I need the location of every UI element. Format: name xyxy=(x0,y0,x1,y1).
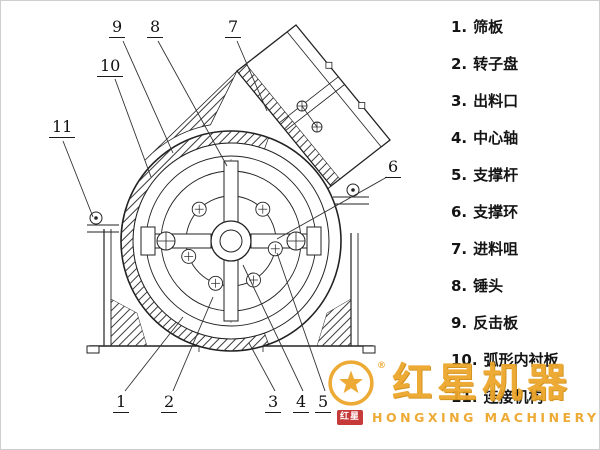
callout-1: 1 xyxy=(113,393,130,413)
registered-trademark-icon: ® xyxy=(377,361,386,371)
left-base-hatch xyxy=(110,298,148,347)
legend-item-label: 支撑杆 xyxy=(473,166,519,184)
brand-watermark: ® 红星机器 红星 HONGXING MACHINERY xyxy=(327,359,596,425)
legend-item-label: 锤头 xyxy=(473,277,504,295)
legend-item-label: 筛板 xyxy=(473,18,504,36)
legend-item-number: 8. xyxy=(451,277,468,295)
legend-item: 4. 中心轴 xyxy=(451,128,599,148)
rod-end-left-icon xyxy=(156,231,176,251)
callout-5: 5 xyxy=(315,393,332,413)
chute-bolt-icon xyxy=(296,100,323,133)
legend-item-number: 3. xyxy=(451,92,468,110)
legend-item-number: 7. xyxy=(451,240,468,258)
legend-item-number: 2. xyxy=(451,55,468,73)
legend-item: 11. 连接机构 xyxy=(451,387,599,407)
brand-name-english: HONGXING MACHINERY xyxy=(372,410,600,425)
legend-item: 2. 转子盘 xyxy=(451,54,599,74)
legend-item-label: 中心轴 xyxy=(473,129,519,147)
callout-6: 6 xyxy=(385,158,402,178)
red-seal-badge: 红星 xyxy=(337,410,364,425)
arc-liner-screen-hatch xyxy=(120,130,270,352)
leader-lines xyxy=(62,40,388,392)
brand-name-chinese: 红星机器 xyxy=(392,360,572,406)
legend-item-number: 11. xyxy=(451,388,478,406)
impact-plate-wedge xyxy=(144,70,238,161)
legend-item: 10. 弧形内衬板 xyxy=(451,350,599,370)
legend-item-label: 弧形内衬板 xyxy=(483,351,559,369)
callout-9: 9 xyxy=(109,18,126,38)
callout-3: 3 xyxy=(265,393,282,413)
legend-item: 9. 反击板 xyxy=(451,313,599,333)
legend-item-label: 出料口 xyxy=(473,92,519,110)
legend-item-label: 反击板 xyxy=(473,314,519,332)
legend-item-label: 进料咀 xyxy=(473,240,519,258)
hongxing-logo-icon xyxy=(328,360,374,406)
callout-8: 8 xyxy=(147,18,164,38)
callout-10: 10 xyxy=(97,57,124,77)
feed-chute xyxy=(236,24,391,200)
callout-7: 7 xyxy=(225,18,242,38)
legend-item-number: 6. xyxy=(451,203,468,221)
right-base-hatch xyxy=(316,298,352,347)
legend-item-label: 转子盘 xyxy=(473,55,519,73)
callout-2: 2 xyxy=(161,393,178,413)
legend-item: 1. 筛板 xyxy=(451,17,599,37)
legend-item-number: 5. xyxy=(451,166,468,184)
legend-item: 8. 锤头 xyxy=(451,276,599,296)
parts-legend: 1. 筛板 2. 转子盘 3. 出料口 4. 中心轴 5. 支撑杆 xyxy=(451,17,599,407)
legend-item-number: 10. xyxy=(451,351,478,369)
legend-item: 3. 出料口 xyxy=(451,91,599,111)
feed-chute-wall-hatch xyxy=(236,63,341,187)
legend-item-number: 4. xyxy=(451,129,468,147)
right-bracket xyxy=(333,183,369,205)
center-shaft xyxy=(210,220,252,262)
legend-item: 5. 支撑杆 xyxy=(451,165,599,185)
watermark-top-row: ® 红星机器 xyxy=(327,359,589,407)
legend-item: 7. 进料咀 xyxy=(451,239,599,259)
rod-end-right-icon xyxy=(286,231,306,251)
legend-item-label: 支撑环 xyxy=(473,203,519,221)
legend-item-number: 9. xyxy=(451,314,468,332)
callout-11: 11 xyxy=(49,118,76,138)
legend-item-number: 1. xyxy=(451,18,468,36)
legend-item: 6. 支撑环 xyxy=(451,202,599,222)
watermark-bottom-row: 红星 HONGXING MACHINERY xyxy=(337,410,596,425)
left-connecting-bracket xyxy=(87,211,119,233)
rotor-bolts xyxy=(181,201,283,291)
legend-item-label: 连接机构 xyxy=(483,388,544,406)
callout-4: 4 xyxy=(293,393,310,413)
